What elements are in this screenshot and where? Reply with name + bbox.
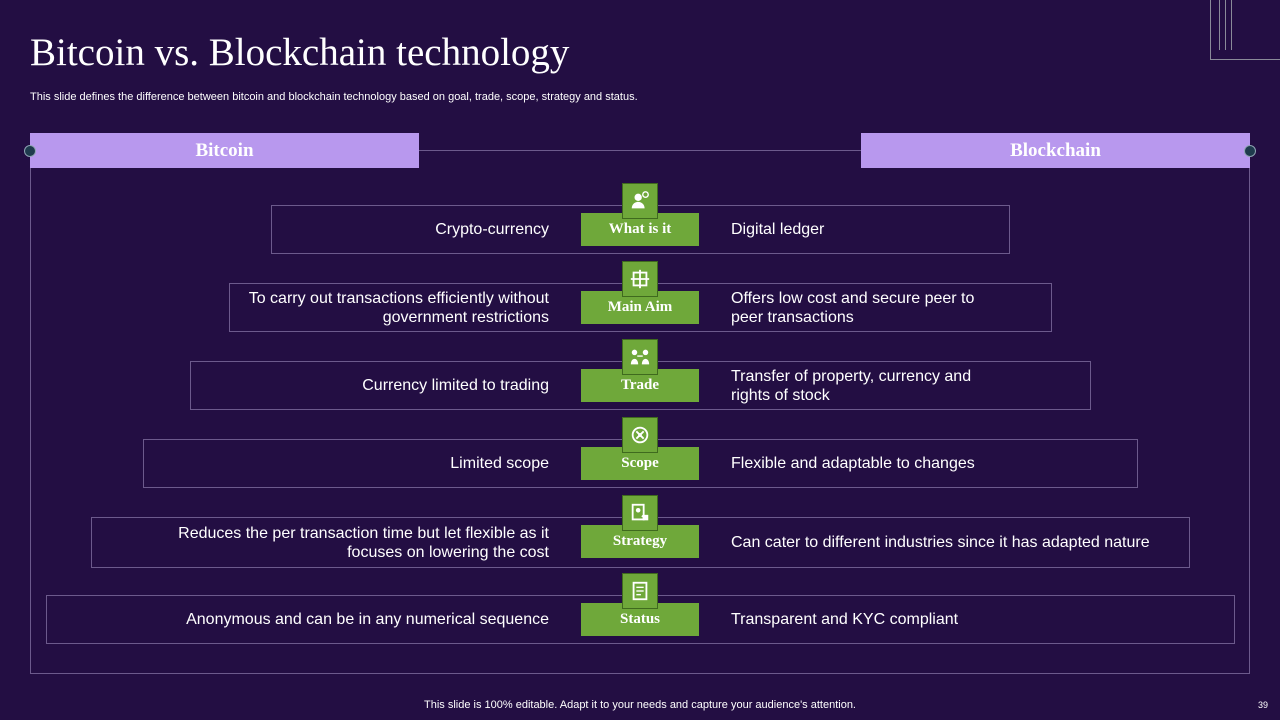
bitcoin-what-is-it: Crypto-currency	[435, 221, 549, 238]
exchange-icon	[622, 339, 658, 375]
left-connector-dot	[24, 145, 36, 157]
target-icon	[622, 261, 658, 297]
blockchain-trade: Transfer of property, currency and right…	[731, 367, 972, 404]
blockchain-main-aim: Offers low cost and secure peer to peer …	[731, 289, 975, 326]
corner-decoration	[1210, 0, 1280, 60]
slide-title: Bitcoin vs. Blockchain technology	[30, 31, 570, 74]
scope-icon	[622, 417, 658, 453]
bitcoin-main-aim: To carry out transactions efficiently wi…	[248, 289, 549, 326]
blockchain-status: Transparent and KYC compliant	[731, 611, 959, 628]
checklist-icon	[622, 573, 658, 609]
slide-subtitle: This slide defines the difference betwee…	[30, 91, 638, 103]
bitcoin-trade: Currency limited to trading	[362, 377, 549, 394]
bitcoin-status: Anonymous and can be in any numerical se…	[186, 611, 549, 628]
right-connector-dot	[1244, 145, 1256, 157]
blockchain-strategy: Can cater to different industries since …	[731, 534, 1150, 551]
person-icon	[622, 183, 658, 219]
blockchain-header: Blockchain	[861, 133, 1250, 168]
bitcoin-header: Bitcoin	[30, 133, 419, 168]
comparison-frame	[30, 150, 1250, 674]
bitcoin-strategy: Reduces the per transaction time but let…	[178, 524, 549, 561]
slide-footer: This slide is 100% editable. Adapt it to…	[424, 699, 856, 711]
blockchain-what-is-it: Digital ledger	[731, 221, 825, 238]
label-trade: Trade	[581, 369, 699, 402]
blockchain-scope: Flexible and adaptable to changes	[731, 455, 975, 472]
page-number: 39	[1257, 700, 1268, 710]
strategy-icon	[622, 495, 658, 531]
bitcoin-scope: Limited scope	[450, 455, 549, 472]
